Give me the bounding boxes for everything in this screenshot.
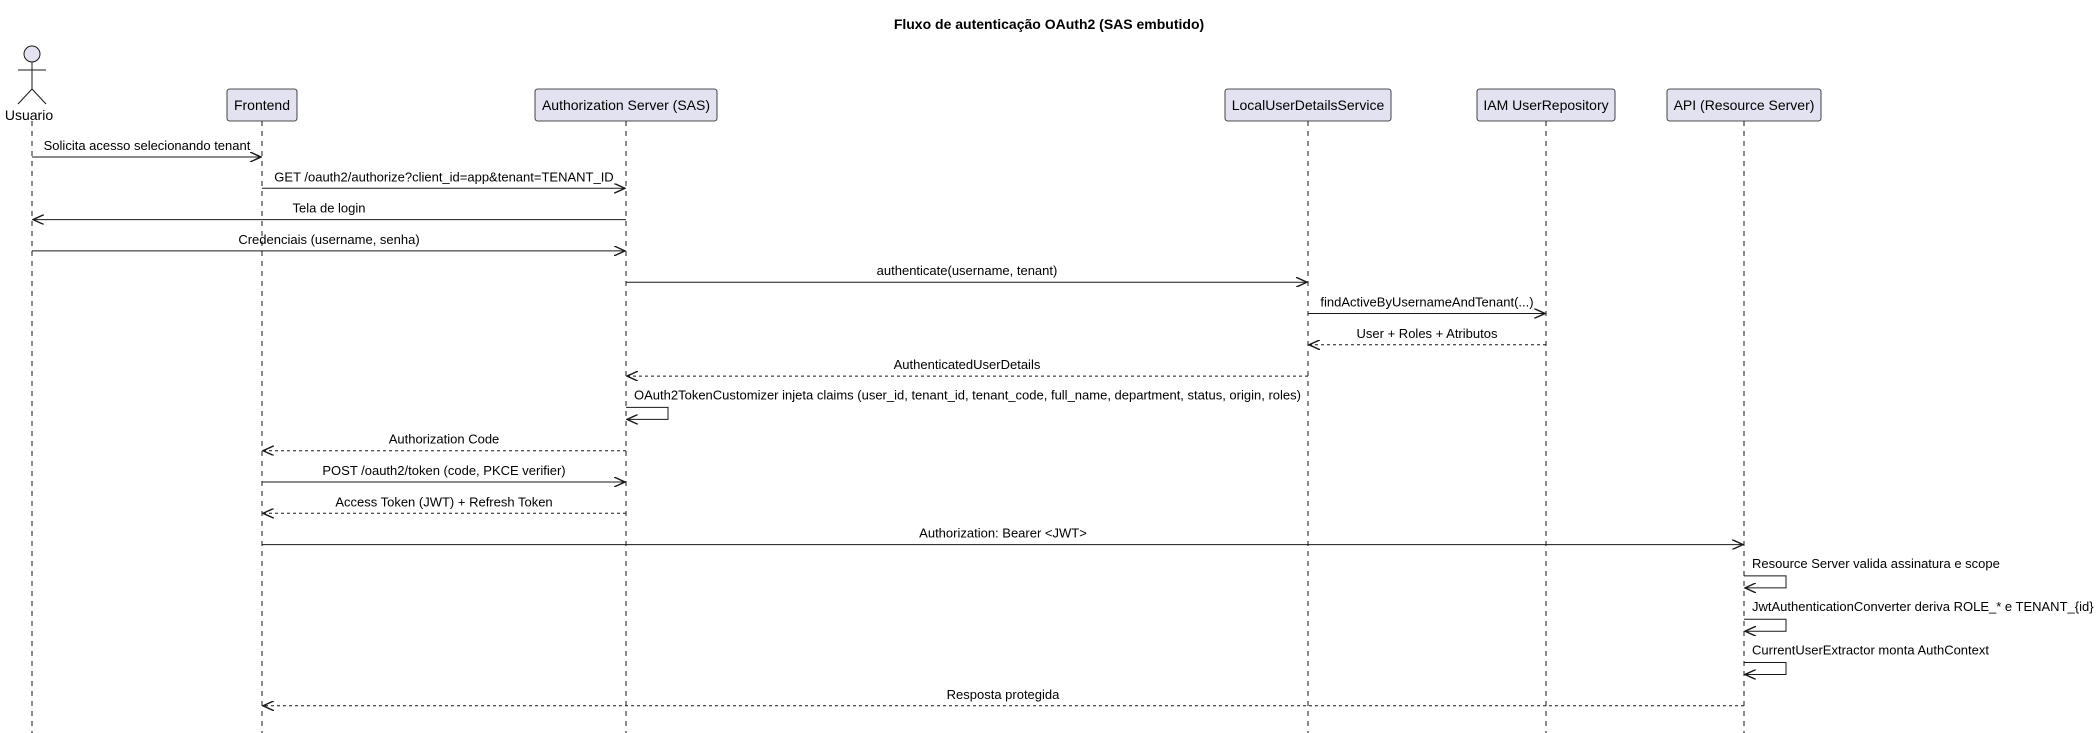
message-label: CurrentUserExtractor monta AuthContext	[1752, 643, 1989, 658]
message-1: Solicita acesso selecionando tenant	[32, 138, 261, 157]
participant-box	[1666, 88, 1822, 122]
participant-box	[226, 88, 298, 122]
message-15: JwtAuthenticationConverter deriva ROLE_*…	[1744, 599, 2094, 631]
message-4: Credenciais (username, senha)	[32, 232, 625, 251]
message-self-arrow	[1744, 618, 1787, 631]
participant-fe: Frontend	[226, 88, 298, 122]
message-10: Authorization Code	[263, 432, 626, 451]
message-label: POST /oauth2/token (code, PKCE verifier)	[322, 463, 565, 478]
message-6: findActiveByUsernameAndTenant(...)	[1308, 295, 1545, 314]
message-11: POST /oauth2/token (code, PKCE verifier)	[262, 463, 625, 482]
participant-label-iam: IAM UserRepository	[1483, 97, 1608, 113]
actor-user: Usuario	[5, 45, 53, 123]
message-label: Authorization: Bearer <JWT>	[919, 526, 1087, 541]
participant-iam: IAM UserRepository	[1476, 88, 1616, 122]
message-12: Access Token (JWT) + Refresh Token	[263, 494, 626, 513]
message-label: Solicita acesso selecionando tenant	[44, 138, 251, 153]
participant-luds: LocalUserDetailsService	[1224, 88, 1392, 122]
message-7: User + Roles + Atributos	[1309, 326, 1546, 345]
participant-label-fe: Frontend	[234, 97, 290, 113]
message-3: Tela de login	[33, 201, 626, 220]
message-label: authenticate(username, tenant)	[877, 263, 1058, 278]
participant-api: API (Resource Server)	[1666, 88, 1822, 122]
message-label: Resposta protegida	[947, 687, 1061, 702]
message-self-arrow	[1744, 575, 1787, 588]
message-5: authenticate(username, tenant)	[626, 263, 1307, 282]
participant-box	[534, 88, 718, 122]
message-13: Authorization: Bearer <JWT>	[262, 526, 1743, 545]
message-label: Resource Server valida assinatura e scop…	[1752, 556, 2000, 571]
participant-label-user: Usuario	[5, 107, 53, 123]
message-label: findActiveByUsernameAndTenant(...)	[1320, 295, 1533, 310]
participant-label-luds: LocalUserDetailsService	[1232, 97, 1385, 113]
participant-label-sas: Authorization Server (SAS)	[542, 97, 710, 113]
message-label: GET /oauth2/authorize?client_id=app&tena…	[274, 169, 613, 184]
participant-box	[1224, 88, 1392, 122]
message-9: OAuth2TokenCustomizer injeta claims (use…	[626, 387, 1301, 419]
participant-sas: Authorization Server (SAS)	[534, 88, 718, 122]
message-label: JwtAuthenticationConverter deriva ROLE_*…	[1752, 599, 2094, 614]
message-self-arrow	[1744, 662, 1787, 675]
message-label: Authorization Code	[389, 432, 500, 447]
diagram-title: Fluxo de autenticação OAuth2 (SAS embuti…	[894, 16, 1204, 32]
message-label: OAuth2TokenCustomizer injeta claims (use…	[634, 387, 1301, 402]
message-label: Access Token (JWT) + Refresh Token	[335, 494, 552, 509]
actor-figure-icon	[17, 45, 47, 105]
message-label: AuthenticatedUserDetails	[894, 357, 1041, 372]
participant-label-api: API (Resource Server)	[1674, 97, 1815, 113]
message-17: Resposta protegida	[263, 687, 1744, 706]
message-16: CurrentUserExtractor monta AuthContext	[1744, 643, 1989, 675]
message-label: Tela de login	[293, 201, 366, 216]
message-2: GET /oauth2/authorize?client_id=app&tena…	[262, 169, 625, 188]
message-8: AuthenticatedUserDetails	[627, 357, 1308, 376]
message-self-arrow	[626, 406, 669, 419]
message-label: Credenciais (username, senha)	[238, 232, 419, 247]
message-14: Resource Server valida assinatura e scop…	[1744, 556, 2000, 588]
participant-box	[1476, 88, 1616, 122]
message-label: User + Roles + Atributos	[1357, 326, 1498, 341]
